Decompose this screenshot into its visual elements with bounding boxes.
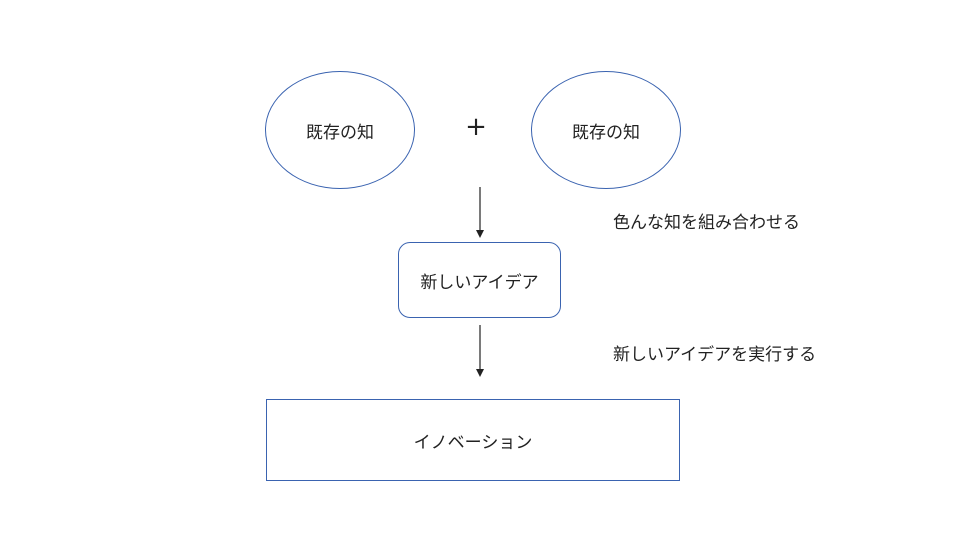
arrow-execute-head	[476, 369, 484, 377]
arrow-combine-head	[476, 230, 484, 238]
annotation-combine-knowledge: 色んな知を組み合わせる	[613, 213, 800, 233]
plus-symbol: +	[465, 112, 487, 142]
arrow-down-icon	[472, 325, 488, 378]
existing-knowledge-left-label: 既存の知	[306, 122, 374, 143]
new-idea-label: 新しいアイデア	[420, 272, 539, 293]
existing-knowledge-right-node: 既存の知	[531, 71, 681, 189]
arrow-execute-svg	[476, 325, 484, 377]
new-idea-node: 新しいアイデア	[398, 242, 561, 318]
existing-knowledge-left-node: 既存の知	[265, 71, 415, 189]
arrow-down-icon	[472, 187, 488, 239]
existing-knowledge-right-label: 既存の知	[572, 122, 640, 143]
innovation-node: イノベーション	[266, 399, 680, 481]
arrow-combine-svg	[476, 187, 484, 238]
annotation-execute-idea: 新しいアイデアを実行する	[613, 345, 817, 365]
innovation-label: イノベーション	[413, 432, 533, 453]
